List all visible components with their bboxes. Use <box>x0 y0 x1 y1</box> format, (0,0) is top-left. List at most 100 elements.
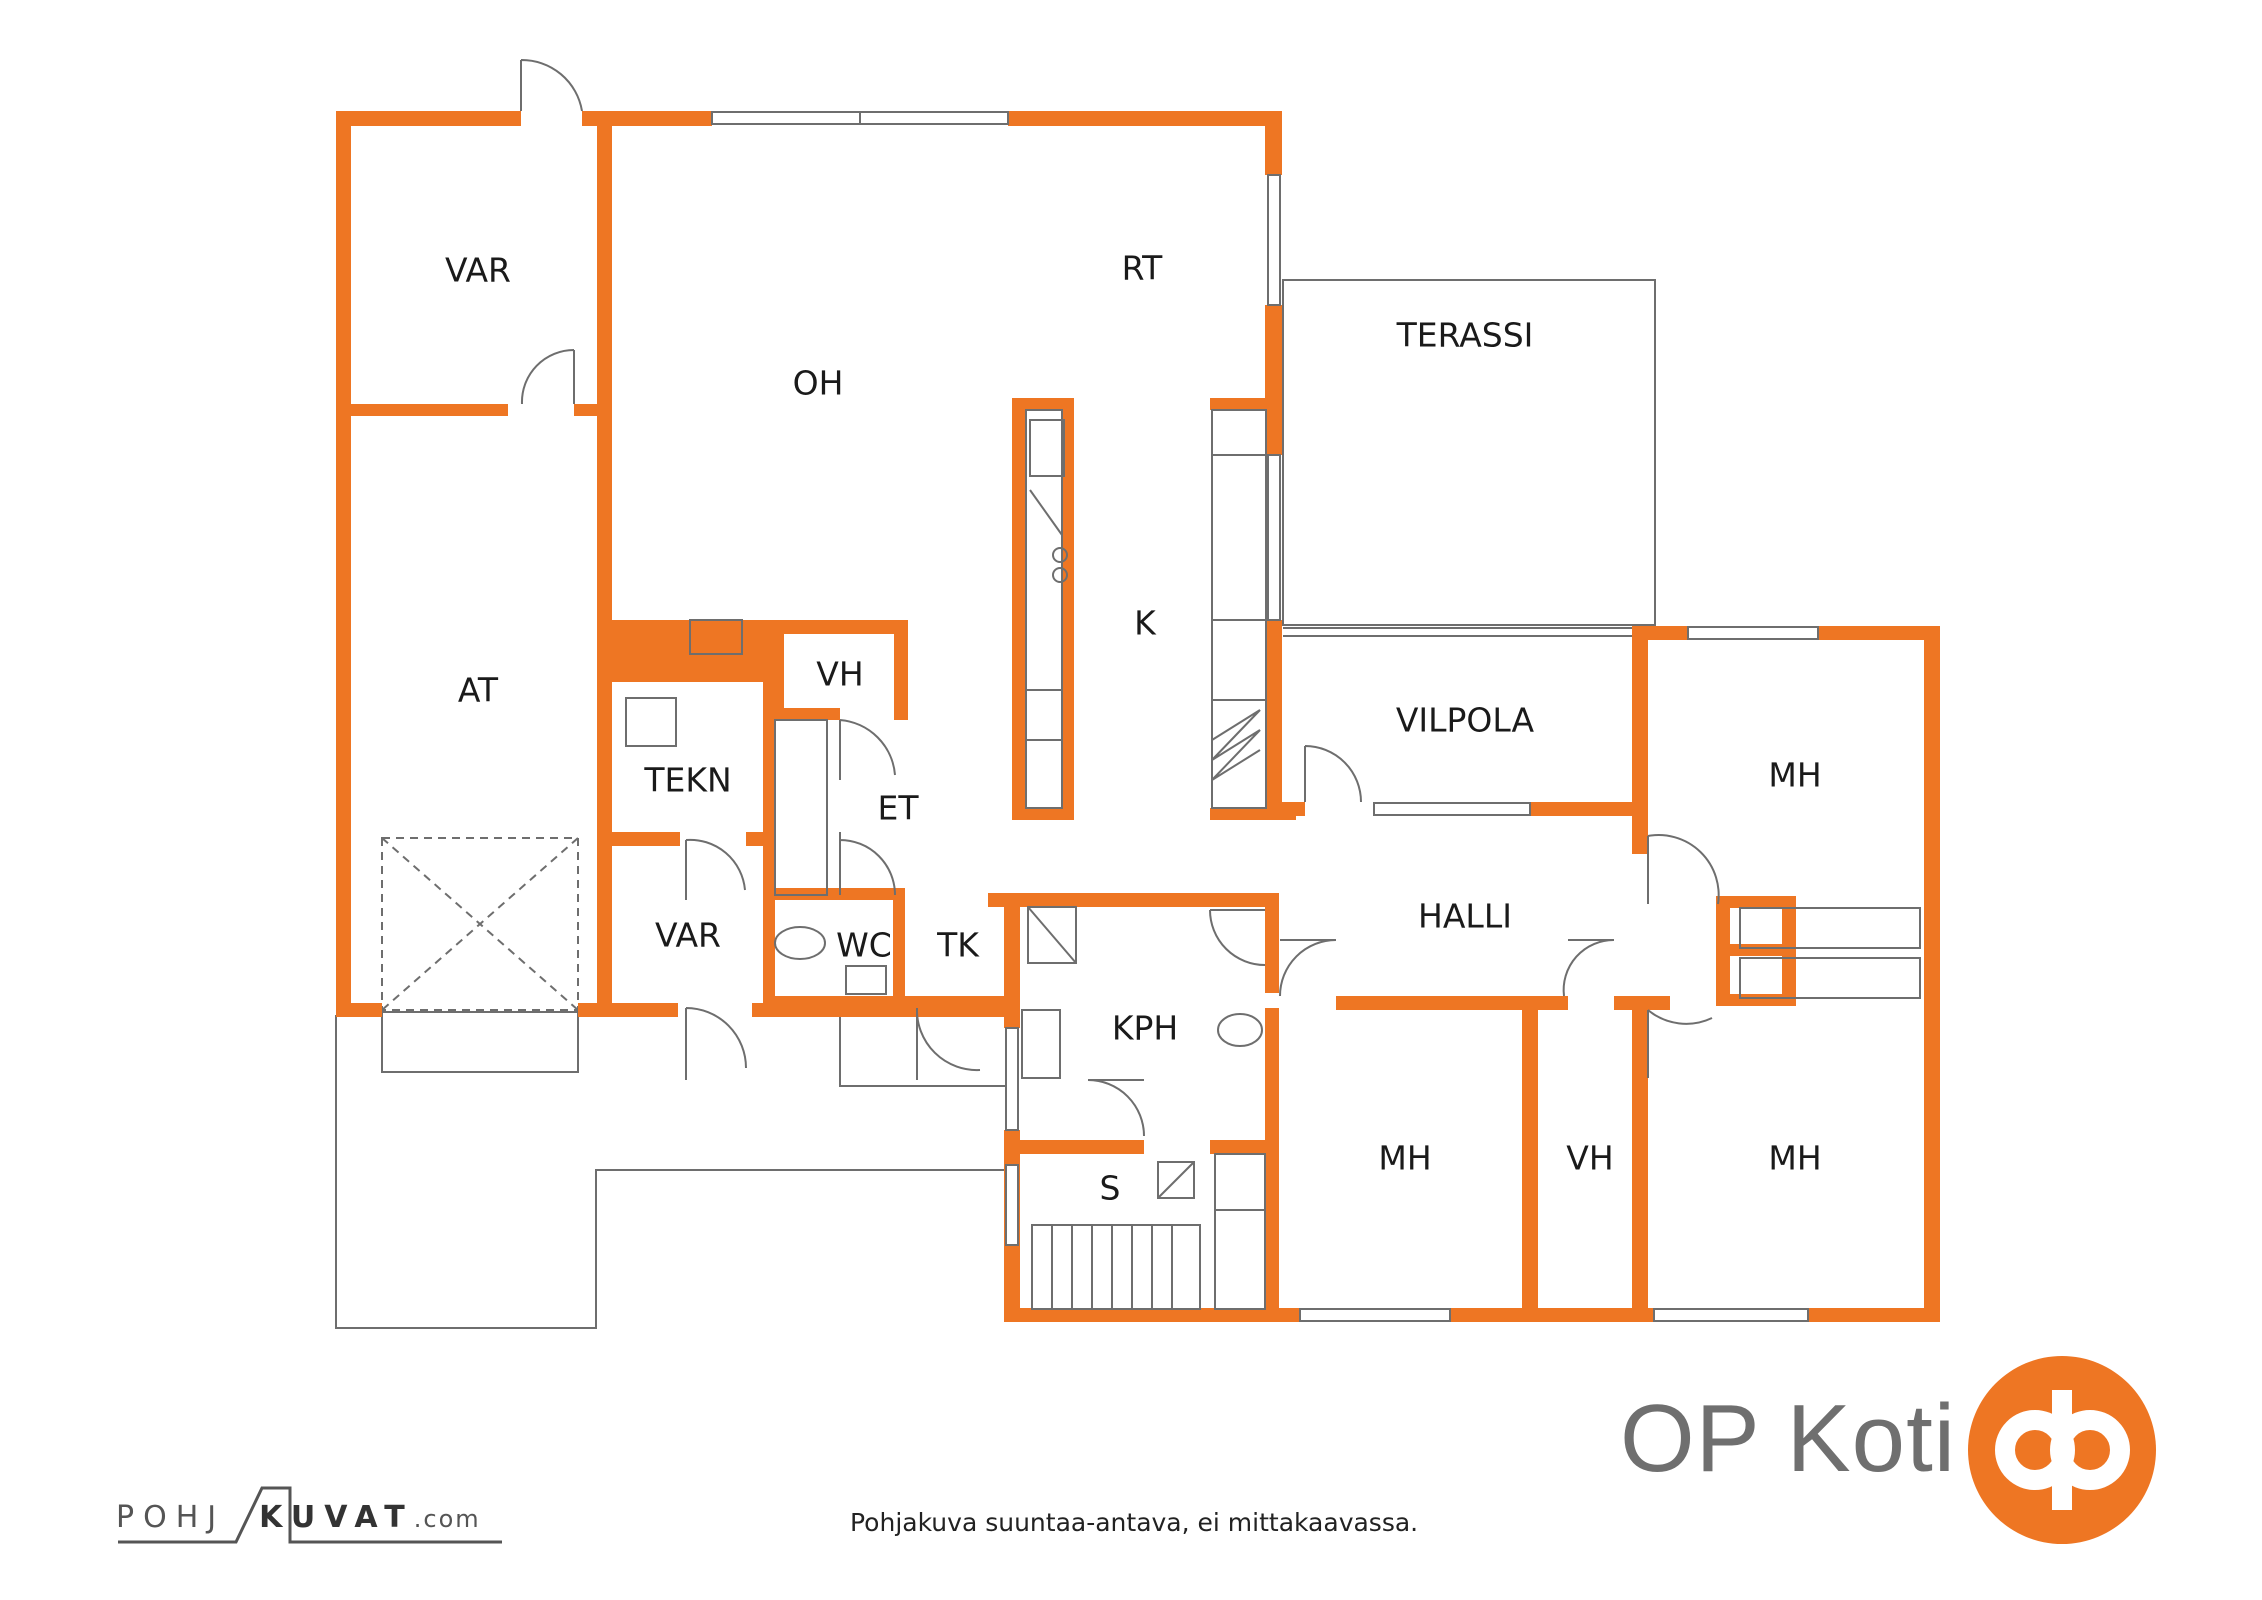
wall <box>1004 1308 1300 1322</box>
shower <box>1027 906 1077 964</box>
room-label-var-bottom: VAR <box>655 916 721 955</box>
wall <box>1004 893 1020 1028</box>
window <box>1299 1308 1451 1322</box>
wall <box>772 708 840 720</box>
door <box>1562 938 1615 997</box>
door <box>839 832 896 896</box>
door <box>1647 834 1720 905</box>
wall <box>336 111 521 126</box>
credit-part-3: .com <box>413 1505 481 1533</box>
wall <box>988 996 1020 1008</box>
room-label-halli: HALLI <box>1418 897 1512 936</box>
kitchen-island-wall <box>1062 398 1074 820</box>
wall <box>336 404 508 416</box>
wall <box>1450 1308 1654 1322</box>
wall <box>1265 620 1282 820</box>
appliance-mark <box>1211 709 1261 781</box>
room-label-wc: WC <box>836 926 892 965</box>
room-label-mh-right-top: MH <box>1768 756 1821 795</box>
kitchen-island-wall <box>1012 398 1026 820</box>
wall <box>612 672 772 682</box>
dishwasher-mark <box>1029 489 1063 536</box>
entry-step <box>839 1013 1009 1087</box>
wall <box>1632 996 1648 1322</box>
sauna-heater-mark <box>1157 1161 1195 1199</box>
stove-ring <box>1052 547 1068 563</box>
garage-hatch <box>381 837 579 1011</box>
room-label-s: S <box>1100 1169 1121 1208</box>
wall <box>1530 802 1648 816</box>
door <box>915 1007 981 1080</box>
wall <box>574 404 604 416</box>
terrace-outline <box>1282 279 1656 626</box>
door <box>520 349 575 405</box>
wall <box>1265 802 1305 816</box>
wall <box>1008 111 1282 126</box>
doors <box>520 58 1720 1137</box>
shower-mark <box>1027 906 1077 964</box>
wall <box>763 888 901 900</box>
wall <box>1522 1008 1538 1322</box>
sauna-heater <box>1157 1161 1195 1199</box>
room-label-rt: RT <box>1122 249 1164 288</box>
door <box>685 838 746 900</box>
window <box>1267 454 1281 621</box>
room-label-tk: TK <box>936 926 980 965</box>
room-label-et: ET <box>877 789 919 828</box>
sauna-bench <box>1031 1224 1201 1310</box>
wall <box>894 620 908 720</box>
room-label-vilpola: VILPOLA <box>1396 701 1535 740</box>
door <box>520 58 583 112</box>
door <box>1087 1079 1145 1137</box>
wall <box>336 1003 382 1017</box>
wall <box>1265 111 1282 175</box>
wall <box>1818 626 1938 640</box>
wall <box>1336 996 1568 1010</box>
garage-hatch-diagonal-2 <box>381 837 579 1011</box>
wall <box>1648 996 1670 1010</box>
room-label-vh-upper: VH <box>816 655 863 694</box>
door <box>1209 909 1266 966</box>
kph-sink <box>1021 1009 1061 1079</box>
op-logo-icon <box>1968 1356 2156 1544</box>
wall <box>1716 896 1788 908</box>
wall <box>1716 944 1788 956</box>
sauna-storage <box>1214 1153 1266 1310</box>
windows <box>711 111 1819 1322</box>
wall <box>988 893 1270 907</box>
outline-lines <box>335 279 1656 1329</box>
room-label-tekn: TEKN <box>643 761 731 800</box>
wall <box>1924 626 1940 1322</box>
wall <box>746 832 764 846</box>
credit-part-1: POHJ <box>116 1500 226 1535</box>
door <box>839 719 896 780</box>
window <box>1373 802 1531 816</box>
room-label-at: AT <box>458 671 499 710</box>
wc-sink <box>845 965 887 995</box>
credit-text: POHJ KUVAT.com <box>116 1500 481 1535</box>
window <box>1005 1027 1019 1131</box>
window <box>1653 1308 1809 1322</box>
wardrobe <box>1739 907 1921 949</box>
walls <box>336 111 1940 1322</box>
credit-logo-mark <box>118 1486 502 1544</box>
fireplace <box>689 619 743 655</box>
credit-part-2: KUVAT <box>259 1500 414 1535</box>
disclaimer-text: Pohjakuva suuntaa-antava, ei mittakaavas… <box>850 1508 1419 1537</box>
wardrobe <box>1739 957 1921 999</box>
window <box>1267 174 1281 306</box>
wall <box>893 888 905 1008</box>
wall <box>1632 816 1648 854</box>
kitchen-island-wall <box>1012 808 1074 820</box>
room-label-terassi: TERASSI <box>1396 316 1534 355</box>
wall <box>1614 996 1632 1010</box>
wall <box>1808 1308 1940 1322</box>
wall <box>1210 398 1282 410</box>
wc-toilet <box>774 926 826 960</box>
door <box>1279 939 1337 997</box>
room-label-mh-bottom-right: MH <box>1768 1139 1821 1178</box>
wall <box>612 832 680 846</box>
wall <box>1265 893 1279 993</box>
door <box>685 1007 747 1080</box>
